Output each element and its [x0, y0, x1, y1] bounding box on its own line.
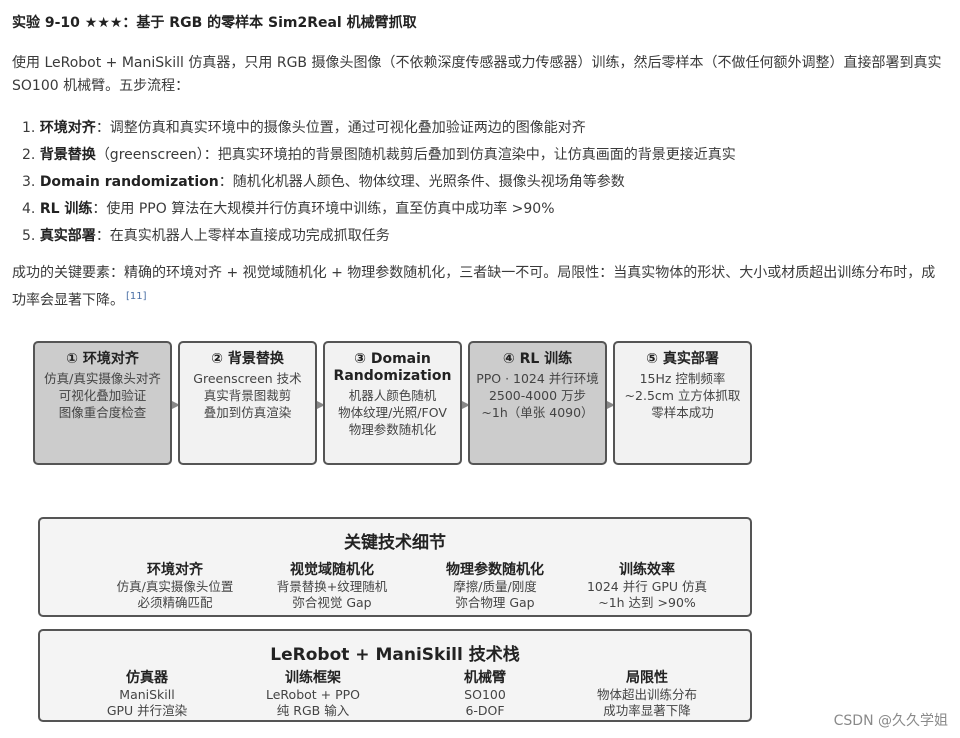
- stack-item: 训练框架 LeRobot + PPO 纯 RGB 输入: [228, 669, 398, 719]
- details-item: 物理参数随机化 摩擦/质量/刚度 弥合物理 Gap: [410, 561, 580, 611]
- details-item-title: 训练效率: [619, 562, 675, 578]
- step-text: ：随机化机器人颜色、物体纹理、光照条件、摄像头视场角等参数: [218, 174, 625, 190]
- stack-item-line: 6-DOF: [465, 703, 505, 718]
- flow-step-line: 物体纹理/光照/FOV: [338, 405, 447, 420]
- watermark: CSDN @久久学姐: [833, 713, 948, 729]
- flow-step-title: ① 环境对齐: [66, 351, 139, 367]
- stack-item-line: 物体超出训练分布: [596, 687, 697, 702]
- flow-step-randomization: ③ Domain Randomization 机器人颜色随机 物体纹理/光照/F…: [323, 341, 462, 465]
- flow-step-background: ② 背景替换 Greenscreen 技术 真实背景图裁剪 叠加到仿真渲染: [178, 341, 317, 465]
- stack-item: 机械臂 SO100 6-DOF: [400, 669, 570, 719]
- stack-item-line: LeRobot + PPO: [265, 687, 361, 702]
- details-item-line: 1024 并行 GPU 仿真: [586, 579, 708, 594]
- details-item-title: 环境对齐: [147, 562, 203, 578]
- step-text: ：调整仿真和真实环境中的摄像头位置，通过可视化叠加验证两边的图像能对齐: [95, 120, 586, 136]
- flow-step-title: ② 背景替换: [211, 351, 284, 367]
- step-number: 1.: [22, 120, 36, 136]
- details-item-line: ~1h 达到 >90%: [598, 595, 696, 610]
- stack-item-line: ManiSkill: [119, 687, 175, 702]
- list-item: 1. 环境对齐：调整仿真和真实环境中的摄像头位置，通过可视化叠加验证两边的图像能…: [22, 115, 736, 142]
- flow-step-line: ~1h（单张 4090）: [481, 405, 594, 420]
- flow-step-line: 叠加到仿真渲染: [203, 405, 292, 420]
- step-number: 5.: [22, 228, 36, 244]
- flow-step-line: PPO · 1024 并行环境: [476, 371, 599, 386]
- flow-step-line: Greenscreen 技术: [193, 371, 302, 386]
- flow-step-deployment: ⑤ 真实部署 15Hz 控制频率 ~2.5cm 立方体抓取 零样本成功: [613, 341, 752, 465]
- flow-step-line: 可视化叠加验证: [58, 388, 147, 403]
- stack-item-title: 机械臂: [464, 670, 506, 686]
- summary-paragraph: 成功的关键要素：精确的环境对齐 + 视觉域随机化 + 物理参数随机化，三者缺一不…: [12, 262, 947, 313]
- stack-item: 仿真器 ManiSkill GPU 并行渲染: [62, 669, 232, 719]
- details-item-title: 视觉域随机化: [290, 562, 374, 578]
- step-keyword: 背景替换: [39, 147, 96, 163]
- arrow-right-icon: [462, 401, 470, 409]
- details-item-line: 背景替换+纹理随机: [276, 579, 388, 594]
- arrow-right-icon: [607, 401, 615, 409]
- flow-step-line: 2500-4000 万步: [488, 388, 587, 403]
- citation-link[interactable]: [11]: [126, 291, 147, 302]
- flow-step-line: 仿真/真实摄像头对齐: [44, 371, 161, 386]
- details-title: 关键技术细节: [344, 533, 446, 553]
- step-number: 3.: [22, 174, 36, 190]
- step-keyword: 真实部署: [39, 228, 96, 244]
- list-item: 3. Domain randomization：随机化机器人颜色、物体纹理、光照…: [22, 169, 736, 196]
- steps-list: 1. 环境对齐：调整仿真和真实环境中的摄像头位置，通过可视化叠加验证两边的图像能…: [22, 115, 736, 250]
- details-item: 视觉域随机化 背景替换+纹理随机 弥合视觉 Gap: [247, 561, 417, 611]
- step-keyword: RL 训练: [39, 201, 93, 217]
- flow-step-line: 机器人颜色随机: [348, 388, 437, 403]
- details-item-line: 仿真/真实摄像头位置: [116, 579, 234, 594]
- flow-step-title-line2: Randomization: [333, 368, 452, 384]
- details-item: 环境对齐 仿真/真实摄像头位置 必须精确匹配: [90, 561, 260, 611]
- stack-item-title: 训练框架: [285, 670, 341, 686]
- step-keyword: 环境对齐: [39, 120, 96, 136]
- flow-step-line: 15Hz 控制频率: [639, 371, 726, 386]
- stack-item-line: SO100: [464, 687, 506, 702]
- stack-item-title: 局限性: [626, 670, 668, 686]
- flow-step-alignment: ① 环境对齐 仿真/真实摄像头对齐 可视化叠加验证 图像重合度检查: [33, 341, 172, 465]
- details-panel: 关键技术细节 环境对齐 仿真/真实摄像头位置 必须精确匹配 视觉域随机化 背景替…: [38, 517, 752, 617]
- stack-item-line: 纯 RGB 输入: [276, 703, 350, 718]
- stack-title: LeRobot + ManiSkill 技术栈: [270, 645, 520, 665]
- list-item: 4. RL 训练：使用 PPO 算法在大规模并行仿真环境中训练，直至仿真中成功率…: [22, 196, 736, 223]
- arrow-right-icon: [317, 401, 325, 409]
- details-item-line: 弥合物理 Gap: [455, 595, 535, 610]
- step-number: 2.: [22, 147, 36, 163]
- flow-step-title: ④ RL 训练: [502, 351, 573, 367]
- arrow-right-icon: [172, 401, 180, 409]
- page-title: 实验 9-10 ★★★：基于 RGB 的零样本 Sim2Real 机械臂抓取: [12, 15, 417, 31]
- list-item: 2. 背景替换（greenscreen）：把真实环境拍的背景图随机裁剪后叠加到仿…: [22, 142, 736, 169]
- stack-item-line: 成功率显著下降: [603, 703, 691, 718]
- flow-step-title: ③ Domain: [354, 351, 431, 367]
- summary-text: 成功的关键要素：精确的环境对齐 + 视觉域随机化 + 物理参数随机化，三者缺一不…: [12, 265, 936, 309]
- flow-step-line: ~2.5cm 立方体抓取: [624, 388, 741, 403]
- flow-step-line: 物理参数随机化: [348, 422, 437, 437]
- step-text: ：在真实机器人上零样本直接成功完成抓取任务: [95, 228, 390, 244]
- flow-step-line: 零样本成功: [651, 405, 714, 420]
- stack-item-line: GPU 并行渲染: [106, 703, 188, 718]
- details-item-title: 物理参数随机化: [446, 562, 544, 578]
- step-text: ：使用 PPO 算法在大规模并行仿真环境中训练，直至仿真中成功率 >90%: [92, 201, 555, 217]
- flow-step-title: ⑤ 真实部署: [646, 351, 719, 367]
- stack-item: 局限性 物体超出训练分布 成功率显著下降: [562, 669, 732, 719]
- details-item-line: 摩擦/质量/刚度: [453, 579, 537, 594]
- step-keyword: Domain randomization: [39, 174, 219, 190]
- step-text: （greenscreen）：把真实环境拍的背景图随机裁剪后叠加到仿真渲染中，让仿…: [95, 147, 736, 163]
- details-item: 训练效率 1024 并行 GPU 仿真 ~1h 达到 >90%: [562, 561, 732, 611]
- flow-step-rl-training: ④ RL 训练 PPO · 1024 并行环境 2500-4000 万步 ~1h…: [468, 341, 607, 465]
- list-item: 5. 真实部署：在真实机器人上零样本直接成功完成抓取任务: [22, 223, 736, 250]
- details-item-line: 弥合视觉 Gap: [292, 595, 372, 610]
- intro-paragraph: 使用 LeRobot + ManiSkill 仿真器，只用 RGB 摄像头图像（…: [12, 55, 942, 94]
- stack-item-title: 仿真器: [126, 670, 168, 686]
- stack-panel: LeRobot + ManiSkill 技术栈 仿真器 ManiSkill GP…: [38, 629, 752, 722]
- flow-step-line: 图像重合度检查: [58, 405, 147, 420]
- details-item-line: 必须精确匹配: [137, 595, 213, 610]
- step-number: 4.: [22, 201, 36, 217]
- flow-step-line: 真实背景图裁剪: [203, 388, 292, 403]
